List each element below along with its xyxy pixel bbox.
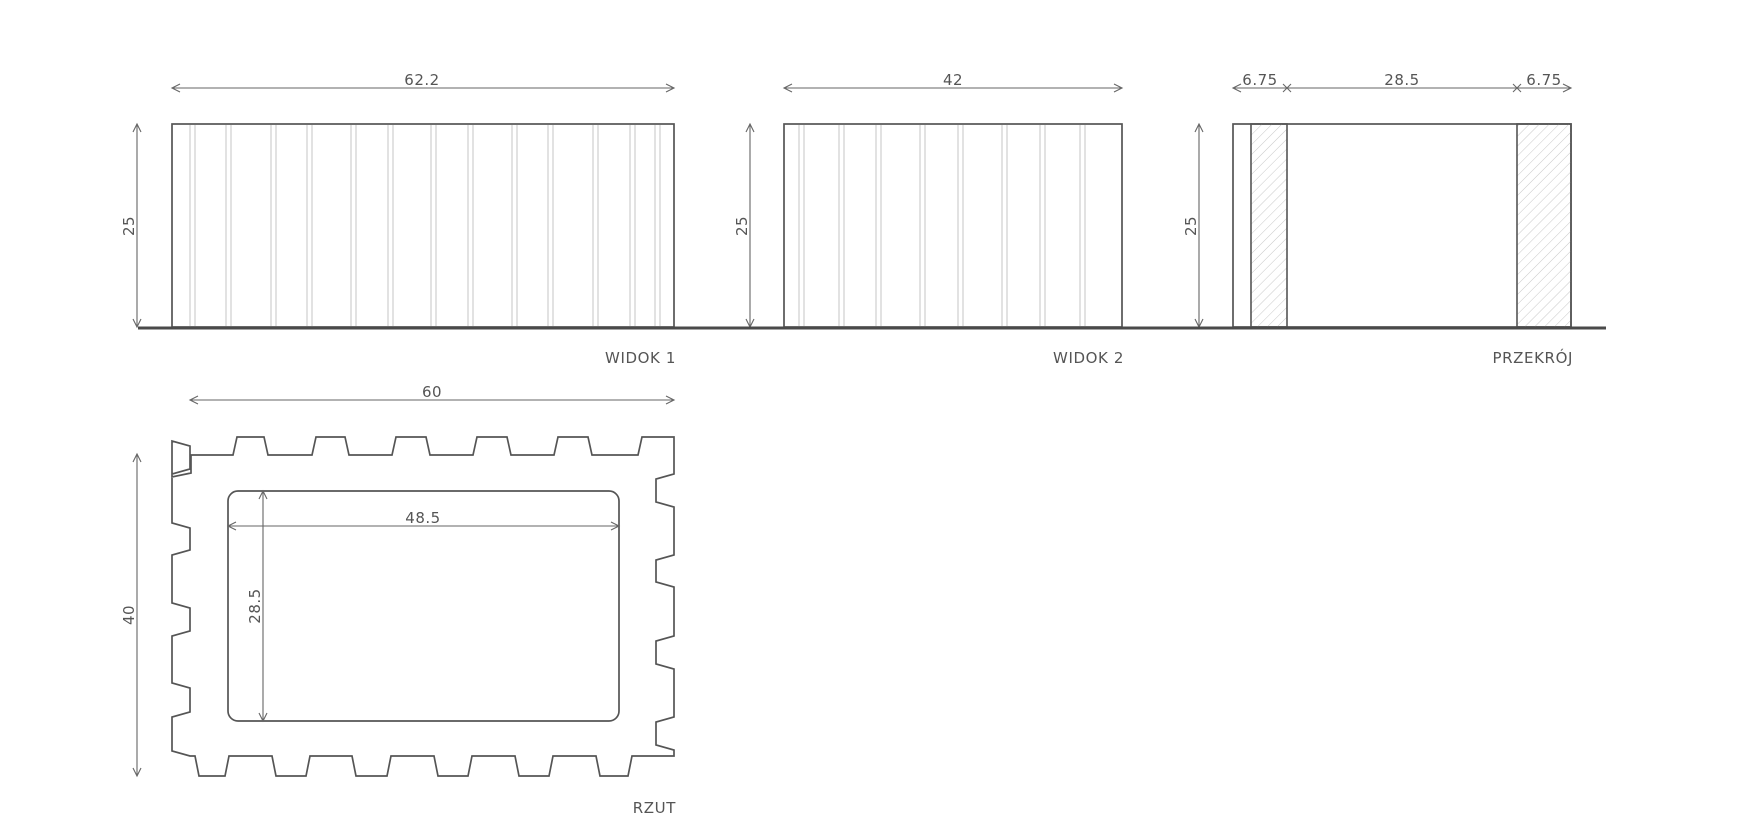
- plan-height-dimension: 40: [120, 452, 142, 778]
- plan-inner-width-dimension: 48.5: [226, 509, 621, 531]
- view-2-label: WIDOK 2: [1053, 349, 1124, 367]
- plan-inner-width-dim-text: 48.5: [405, 509, 440, 527]
- view-1-width-dim-text: 62.2: [404, 71, 439, 89]
- view-1-label: WIDOK 1: [605, 349, 676, 367]
- section-label: PRZEKRÓJ: [1492, 348, 1573, 367]
- plan-inner-cavity: [227, 490, 620, 722]
- section-height-dimension: 25: [1182, 122, 1204, 329]
- section-inner-dim-text: 28.5: [1384, 71, 1419, 89]
- view-2-ribs: [798, 125, 1086, 326]
- view-1: 62.2 25 WIDOK 1: [120, 71, 676, 367]
- view-1-height-dimension: 25: [120, 122, 142, 329]
- section-left-wall-dim-text: 6.75: [1242, 71, 1277, 89]
- view-2-width-dimension: 42: [782, 71, 1124, 93]
- section-width-dimensions: 6.75 28.5 6.75: [1231, 71, 1573, 93]
- view-1-width-dimension: 62.2: [170, 71, 676, 93]
- section-right-wall-dim-text: 6.75: [1526, 71, 1561, 89]
- view-1-height-dim-text: 25: [120, 216, 138, 236]
- view-1-ribs: [189, 125, 661, 326]
- plan-inner-depth-dim-text: 28.5: [246, 588, 264, 623]
- plan-width-dim-text: 60: [422, 383, 442, 401]
- view-2: 42 25 WIDOK 2: [733, 71, 1124, 367]
- plan-inner-depth-dimension: 28.5: [246, 489, 268, 723]
- view-2-width-dim-text: 42: [943, 71, 963, 89]
- view-1-outline: [171, 123, 675, 328]
- section-outline: [1232, 123, 1572, 328]
- section-left-wall-hatch: [1250, 123, 1288, 328]
- section-view: 6.75 28.5 6.75 25 PRZEKRÓJ: [1182, 71, 1573, 367]
- view-2-height-dimension: 25: [733, 122, 755, 329]
- section-right-wall-hatch: [1516, 123, 1572, 328]
- plan-height-dim-text: 40: [120, 605, 138, 625]
- plan-view: 60 40 48.5 28.5 RZUT: [120, 383, 676, 817]
- view-2-height-dim-text: 25: [733, 216, 751, 236]
- plan-width-dimension: 60: [188, 383, 676, 405]
- plan-label: RZUT: [633, 799, 676, 817]
- view-2-outline: [783, 123, 1123, 328]
- section-height-dim-text: 25: [1182, 216, 1200, 236]
